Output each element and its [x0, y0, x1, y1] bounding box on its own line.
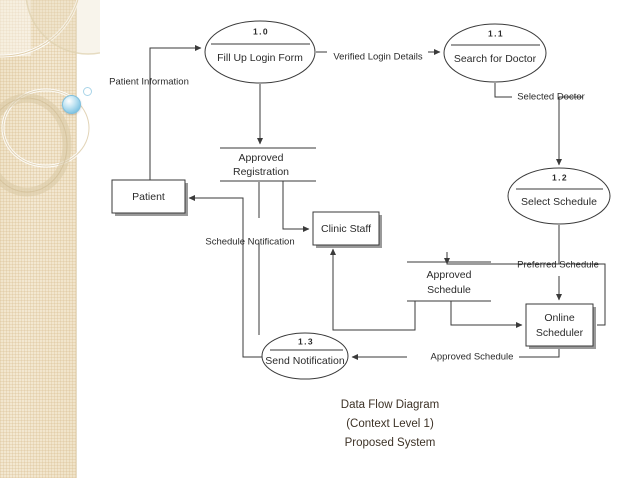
process-1-2-label: Select Schedule	[521, 196, 597, 208]
datastore-approved-schedule: Approved Schedule	[407, 261, 491, 302]
label-schedule-notification: Schedule Notification	[205, 237, 294, 248]
label-verified-login-details: Verified Login Details	[333, 52, 422, 63]
process-1-3-send-notification[interactable]: 1.3 Send Notification	[261, 332, 349, 380]
entity-online-scheduler[interactable]: Online Scheduler	[525, 303, 596, 349]
process-1-1-id: 1.1	[488, 28, 504, 38]
decorative-arcs	[0, 0, 100, 197]
entity-patient[interactable]: Patient	[111, 179, 188, 216]
decorative-side-panel	[0, 0, 100, 478]
flow-approved-schedule-return-a	[519, 347, 560, 358]
entity-clinic-staff[interactable]: Clinic Staff	[312, 211, 382, 248]
datastore-approved-schedule-line2: Schedule	[427, 284, 471, 296]
entity-online-scheduler-line1: Online	[544, 312, 575, 324]
entity-patient-label: Patient	[132, 191, 165, 203]
flow-selected-doctor-elbow	[494, 83, 512, 98]
process-1-2-id: 1.2	[552, 172, 568, 182]
process-1-3-label: Send Notification	[265, 355, 345, 367]
process-1-1-search-for-doctor[interactable]: 1.1 Search for Doctor	[443, 23, 547, 83]
entity-online-scheduler-line2: Scheduler	[536, 327, 584, 339]
flow-label-layer: Patient Information Verified Login Detai…	[109, 52, 599, 363]
label-approved-schedule-flow: Approved Schedule	[431, 352, 514, 363]
flow-right-rail	[559, 263, 606, 326]
datastore-approved-schedule-line1: Approved	[427, 269, 472, 281]
entity-clinic-staff-label: Clinic Staff	[321, 223, 371, 235]
flow-approved-registration-to-clinic-staff	[282, 181, 310, 232]
flow-approved-schedule-to-clinic-staff	[330, 248, 416, 331]
label-preferred-schedule: Preferred Schedule	[517, 260, 599, 271]
connector-layer	[149, 45, 606, 360]
flow-patient-information	[149, 45, 202, 180]
accent-dot-icon	[62, 95, 81, 114]
caption-line-3: Proposed System	[344, 437, 436, 449]
label-patient-information: Patient Information	[109, 77, 189, 88]
label-selected-doctor: Selected Doctor	[517, 92, 585, 103]
process-1-3-id: 1.3	[298, 336, 314, 346]
process-1-0-fill-up-login-form[interactable]: 1.0 Fill Up Login Form	[204, 20, 316, 84]
accent-ring-icon	[83, 87, 92, 96]
corner-highlight-rectangle	[0, 0, 31, 56]
process-1-0-id: 1.0	[253, 26, 269, 36]
process-1-0-label: Fill Up Login Form	[217, 52, 303, 64]
caption-line-2: (Context Level 1)	[346, 418, 434, 430]
datastore-approved-registration-line1: Approved	[239, 152, 284, 164]
caption-line-1: Data Flow Diagram	[340, 399, 440, 411]
datastore-approved-registration: Approved Registration	[220, 147, 316, 182]
process-1-1-label: Search for Doctor	[454, 53, 537, 65]
flow-approved-schedule-to-online-scheduler	[450, 301, 523, 328]
datastore-approved-registration-line2: Registration	[233, 166, 289, 178]
process-1-2-select-schedule[interactable]: 1.2 Select Schedule	[507, 167, 611, 225]
flow-schedule-notification	[188, 195, 263, 358]
diagram-caption: Data Flow Diagram (Context Level 1) Prop…	[255, 396, 525, 453]
